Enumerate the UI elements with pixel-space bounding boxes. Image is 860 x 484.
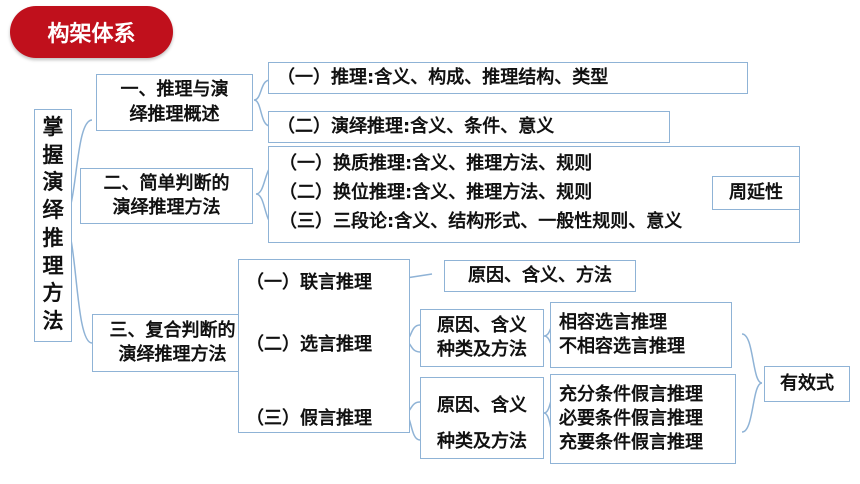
sec1-item-box: （二）演绎推理:含义、条件、意义 [268, 111, 670, 143]
jiayan-type: 充要条件假言推理 [559, 432, 703, 454]
sec2-item: （三）三段论:含义、结构形式、一般性规则、意义 [279, 210, 683, 232]
root-char: 法 [42, 309, 64, 334]
validity-label: 有效式 [780, 372, 834, 394]
root-char: 推 [42, 225, 64, 250]
sec3-title-line: 演绎推理方法 [118, 344, 227, 365]
root-char: 演 [42, 170, 64, 195]
sec1-item-box: （一）推理:含义、构成、推理结构、类型 [268, 62, 748, 94]
validity-box: 有效式 [764, 366, 850, 402]
jiayan-detail-line: 种类及方法 [437, 431, 527, 452]
sec3-subs-box [238, 259, 410, 433]
jiayan-detail-line: 原因、含义 [437, 395, 527, 416]
xuanyan-detail-box: 原因、含义 种类及方法 [420, 309, 544, 367]
root-char: 方 [42, 281, 64, 306]
lianyan-connector [405, 273, 433, 279]
sec2-title-box: 二、简单判断的 演绎推理方法 [80, 168, 253, 224]
sec1-title-line: 一、推理与演 [120, 79, 229, 101]
lianyan-detail-box: 原因、含义、方法 [444, 260, 636, 292]
jiayan-type: 必要条件假言推理 [559, 407, 703, 429]
jiayan-type: 充分条件假言推理 [559, 383, 703, 405]
xuanyan-detail-line: 原因、含义 [437, 314, 527, 336]
sec3-sub-jiayan: （三）假言推理 [246, 408, 372, 429]
sec2-note: 周延性 [729, 181, 783, 203]
sec2-items-box: （一）换质推理:含义、推理方法、规则 （二）换位推理:含义、推理方法、规则 （三… [268, 146, 800, 243]
sec3-title-box: 三、复合判断的 演绎推理方法 [92, 314, 253, 372]
sec1-title-box: 一、推理与演 绎推理概述 [96, 74, 253, 131]
sec3-sub-xuanyan: （二）选言推理 [246, 334, 372, 355]
sec1-item: （一）推理:含义、构成、推理结构、类型 [277, 66, 609, 88]
root-char: 掌 [42, 115, 64, 139]
sec2-note-box: 周延性 [712, 176, 800, 210]
sec3-title-line: 三、复合判断的 [109, 319, 236, 341]
jiayan-detail-box: 原因、含义 种类及方法 [420, 377, 544, 459]
xuanyan-type: 相容选言推理 [559, 311, 667, 333]
sec1-brace [253, 79, 271, 127]
root-char: 理 [42, 253, 64, 278]
xuanyan-detail-line: 种类及方法 [437, 339, 527, 360]
xuanyan-type: 不相容选言推理 [559, 336, 685, 357]
root-char: 握 [42, 142, 64, 167]
sec2-title-line: 演绎推理方法 [112, 197, 221, 218]
sec2-item: （一）换质推理:含义、推理方法、规则 [279, 153, 593, 174]
sec2-item: （二）换位推理:含义、推理方法、规则 [279, 181, 593, 203]
sec3-sub-lianyan: （一）联言推理 [246, 272, 372, 293]
section-tag: 构架体系 [10, 6, 173, 58]
sec1-item: （二）演绎推理:含义、条件、意义 [277, 115, 555, 137]
root-char: 绎 [42, 198, 64, 223]
root-topic-box: 掌 握 演 绎 推 理 方 法 [34, 109, 72, 342]
sec1-title-line: 绎推理概述 [129, 103, 220, 125]
jiayan-types-box: 充分条件假言推理 必要条件假言推理 充要条件假言推理 [550, 374, 736, 464]
sec2-title-line: 二、简单判断的 [103, 172, 230, 194]
lianyan-detail: 原因、含义、方法 [468, 264, 612, 286]
xuanyan-types-box: 相容选言推理 不相容选言推理 [550, 302, 732, 368]
validity-brace [741, 333, 763, 433]
